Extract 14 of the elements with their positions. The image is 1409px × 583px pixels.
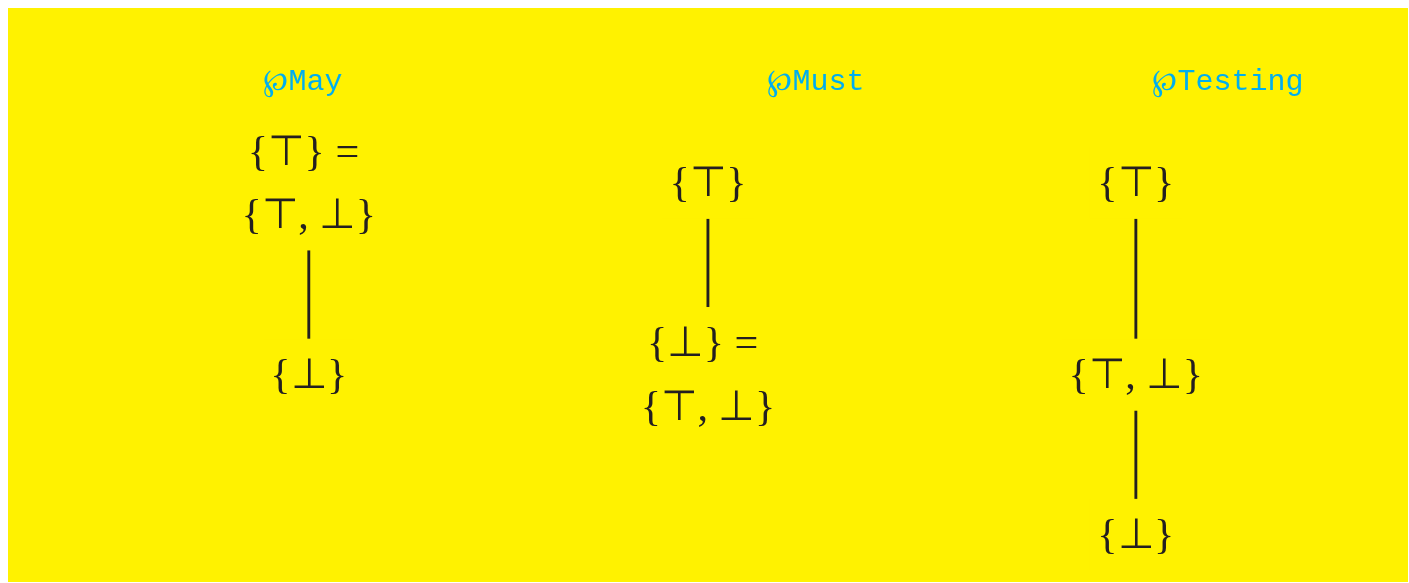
lattice-heading: ℘May xyxy=(263,64,343,99)
node-text: {⊥} xyxy=(270,350,348,398)
connector xyxy=(1134,410,1138,500)
node-text: {⊥} = {⊤, ⊥} xyxy=(640,319,776,430)
node-text: {⊤} = {⊤, ⊥} xyxy=(241,127,377,238)
node-text: {⊥} xyxy=(1097,510,1175,558)
lattice-heading: ℘Testing xyxy=(1152,64,1304,99)
lattice-heading: ℘Must xyxy=(767,64,865,99)
node-text: {⊤} xyxy=(669,158,747,206)
connector xyxy=(307,249,311,340)
connector xyxy=(706,218,710,308)
node-text: {⊤, ⊥} xyxy=(1068,350,1204,398)
connector xyxy=(1134,218,1138,340)
node-text: {⊤} xyxy=(1097,158,1175,206)
